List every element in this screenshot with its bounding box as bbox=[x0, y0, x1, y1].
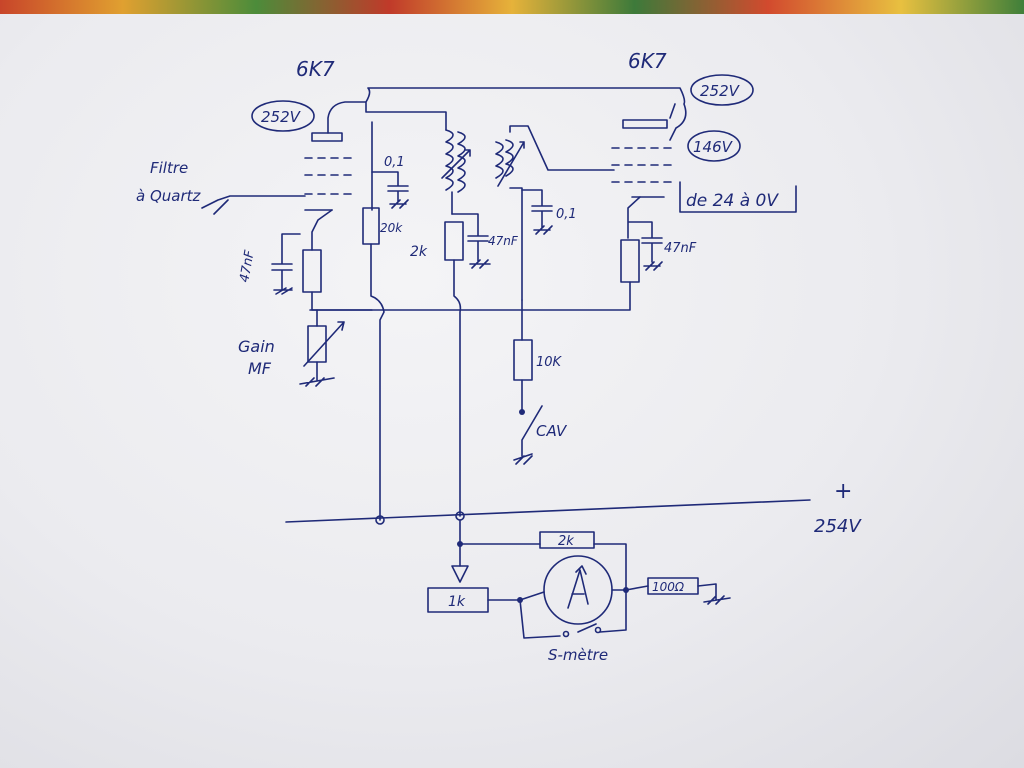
cap-screen-left-label: 0,1 bbox=[384, 155, 405, 170]
tube-right: 6K7 252V 146V de 24 à 0V bbox=[611, 49, 797, 213]
tube-right-screen-voltage: 146V bbox=[693, 138, 734, 156]
input-label: Filtre à Quartz bbox=[136, 159, 202, 205]
transformer-left bbox=[441, 129, 471, 215]
tube-left-label: 6K7 bbox=[296, 57, 335, 81]
bridge-top-wiring bbox=[459, 519, 627, 591]
left-cathode-network bbox=[271, 209, 373, 311]
tube-left: 6K7 252V bbox=[251, 57, 356, 211]
cap-screen-right-label: 0,1 bbox=[556, 207, 577, 222]
tube-right-anode-voltage: 252V bbox=[700, 82, 741, 100]
bridge-node-top bbox=[457, 541, 463, 547]
bridge-lower-wiring bbox=[487, 585, 649, 639]
bridge-node-left bbox=[517, 597, 523, 603]
voltage-badge-right-screen bbox=[687, 130, 741, 162]
tube-right-label: 6K7 bbox=[628, 49, 667, 73]
gain-label-line2: MF bbox=[248, 359, 272, 378]
res-bridge-top-label: 2k bbox=[558, 534, 574, 549]
cap-mid-label: 47nF bbox=[488, 234, 519, 248]
cav-line bbox=[513, 299, 543, 465]
meter-switch-contact-a bbox=[562, 630, 570, 638]
left-bus-wire bbox=[370, 243, 385, 521]
ground-icon bbox=[697, 583, 731, 605]
right-cathode-network bbox=[309, 196, 663, 311]
supply-voltage: 254V bbox=[814, 516, 862, 537]
meter-label: S-mètre bbox=[548, 646, 608, 664]
res-left-mid bbox=[444, 221, 464, 261]
res-left-cathode bbox=[302, 249, 322, 293]
res-bridge-top bbox=[539, 531, 595, 549]
cathode-range-box bbox=[679, 181, 797, 213]
res-screen-left-label: 20k bbox=[380, 221, 403, 235]
input-label-line1: Filtre bbox=[150, 159, 188, 177]
supply-polarity: + bbox=[834, 479, 852, 504]
tube-left-grids bbox=[304, 157, 356, 195]
res-screen-left bbox=[362, 207, 380, 245]
s-meter bbox=[543, 555, 613, 625]
cap-right-cathode-label: 47nF bbox=[664, 241, 697, 256]
gain-pot-wiper-ground bbox=[299, 309, 345, 387]
pot-bridge-label: 1k bbox=[448, 594, 466, 610]
cap-screen-left bbox=[371, 171, 409, 209]
tube-right-grids bbox=[611, 147, 673, 183]
tube-left-anode-voltage: 252V bbox=[261, 108, 302, 126]
supply-bus bbox=[285, 499, 811, 523]
voltage-badge-left bbox=[251, 100, 315, 132]
meter-switch-contact-b bbox=[594, 626, 602, 634]
plate-wiring bbox=[327, 87, 687, 211]
input-arrow bbox=[201, 195, 306, 215]
cav-switch-node bbox=[519, 409, 525, 415]
cathode-range: de 24 à 0V bbox=[686, 191, 779, 211]
mid-bus-wire bbox=[453, 259, 462, 517]
bridge-node-right bbox=[623, 587, 629, 593]
pot-wiper-arrow bbox=[451, 565, 469, 583]
res-cav bbox=[513, 339, 533, 381]
meter-icon bbox=[567, 565, 589, 609]
ground-left-cap bbox=[273, 287, 293, 295]
input-label-line2: à Quartz bbox=[136, 187, 202, 205]
paper-sheet bbox=[0, 14, 1024, 768]
cap-screen-right bbox=[521, 189, 553, 235]
tube-right-anode bbox=[622, 119, 668, 129]
cav-switch-label: CAV bbox=[536, 422, 568, 440]
res-cav-label: 10K bbox=[536, 355, 563, 370]
gain-label-line1: Gain bbox=[238, 337, 275, 356]
cap-mid bbox=[451, 213, 491, 269]
transformer-right bbox=[495, 125, 615, 301]
cap-left-cathode-label: 47nF bbox=[237, 249, 257, 284]
voltage-badge-right-anode bbox=[690, 74, 754, 106]
res-left-mid-label: 2k bbox=[410, 244, 428, 260]
res-ground-label: 100Ω bbox=[652, 580, 685, 594]
res-right-cathode bbox=[620, 239, 640, 283]
supply-node-left bbox=[375, 515, 385, 525]
tube-left-anode bbox=[311, 132, 343, 142]
